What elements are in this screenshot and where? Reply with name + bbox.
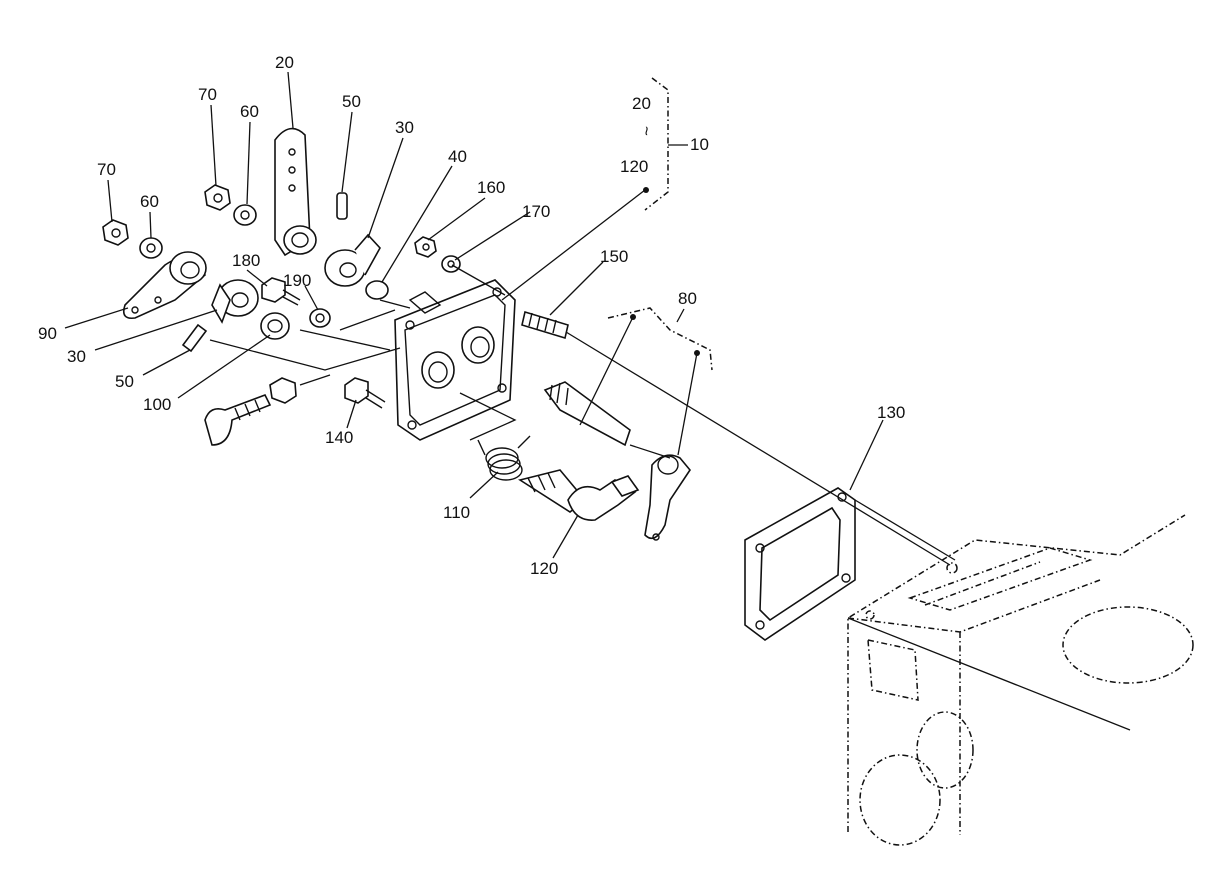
lever-20 bbox=[274, 127, 317, 257]
spring-110 bbox=[477, 435, 531, 481]
washer-190 bbox=[309, 308, 331, 328]
callout-120-bottom: 120 bbox=[530, 559, 558, 578]
callout-70-b: 70 bbox=[97, 160, 116, 179]
nut-70-b bbox=[102, 219, 129, 246]
callout-160: 160 bbox=[477, 178, 505, 197]
callout-30-left: 30 bbox=[67, 347, 86, 366]
callout-30-top: 30 bbox=[395, 118, 414, 137]
callout-90: 90 bbox=[38, 324, 57, 343]
callout-leaders bbox=[64, 71, 884, 559]
group-10-bracket bbox=[643, 77, 688, 211]
callout-140: 140 bbox=[325, 428, 353, 447]
callout-150: 150 bbox=[600, 247, 628, 266]
callout-50-top: 50 bbox=[342, 92, 361, 111]
callout-60-a: 60 bbox=[240, 102, 259, 121]
cover-plate bbox=[394, 279, 516, 441]
bolt-140 bbox=[344, 377, 386, 409]
stud-150 bbox=[521, 310, 569, 340]
callout-50-left: 50 bbox=[115, 372, 134, 391]
bracket-label-20: 20 bbox=[632, 94, 651, 113]
arm-30-left bbox=[211, 279, 259, 324]
group-80-bracket bbox=[579, 307, 713, 456]
bracket-tilde: ~ bbox=[637, 126, 656, 136]
callout-80: 80 bbox=[678, 289, 697, 308]
nut-70-a bbox=[204, 184, 231, 211]
bracket-label-120: 120 bbox=[620, 157, 648, 176]
gasket-130 bbox=[744, 487, 856, 641]
callout-170: 170 bbox=[522, 202, 550, 221]
callout-40: 40 bbox=[448, 147, 467, 166]
washer-60-a bbox=[233, 204, 257, 226]
bracket-label-10: 10 bbox=[690, 135, 709, 154]
callout-190: 190 bbox=[283, 271, 311, 290]
callout-20-top: 20 bbox=[275, 53, 294, 72]
callout-110: 110 bbox=[443, 503, 470, 522]
callout-70-a: 70 bbox=[198, 85, 217, 104]
arm-30-top bbox=[324, 233, 381, 287]
nut-160 bbox=[414, 236, 437, 258]
callout-180: 180 bbox=[232, 251, 260, 270]
seal-100 bbox=[260, 312, 290, 340]
callout-130: 130 bbox=[877, 403, 905, 422]
pin-50-left bbox=[181, 323, 208, 353]
callout-60-b: 60 bbox=[140, 192, 159, 211]
adjust-screw bbox=[204, 377, 297, 446]
bolt-180 bbox=[261, 277, 301, 306]
leader-lines bbox=[209, 189, 1131, 731]
shaft-80-group bbox=[543, 381, 691, 541]
o-ring-40 bbox=[365, 280, 389, 300]
washer-60-b bbox=[139, 237, 163, 259]
engine-block bbox=[847, 514, 1194, 846]
callout-100: 100 bbox=[143, 395, 171, 414]
lever-90 bbox=[122, 251, 207, 320]
pin-50-top bbox=[336, 192, 348, 220]
callout-labels: 20 70 60 50 30 40 70 60 160 170 180 190 … bbox=[38, 53, 905, 578]
lever-shaft-120 bbox=[518, 469, 640, 521]
